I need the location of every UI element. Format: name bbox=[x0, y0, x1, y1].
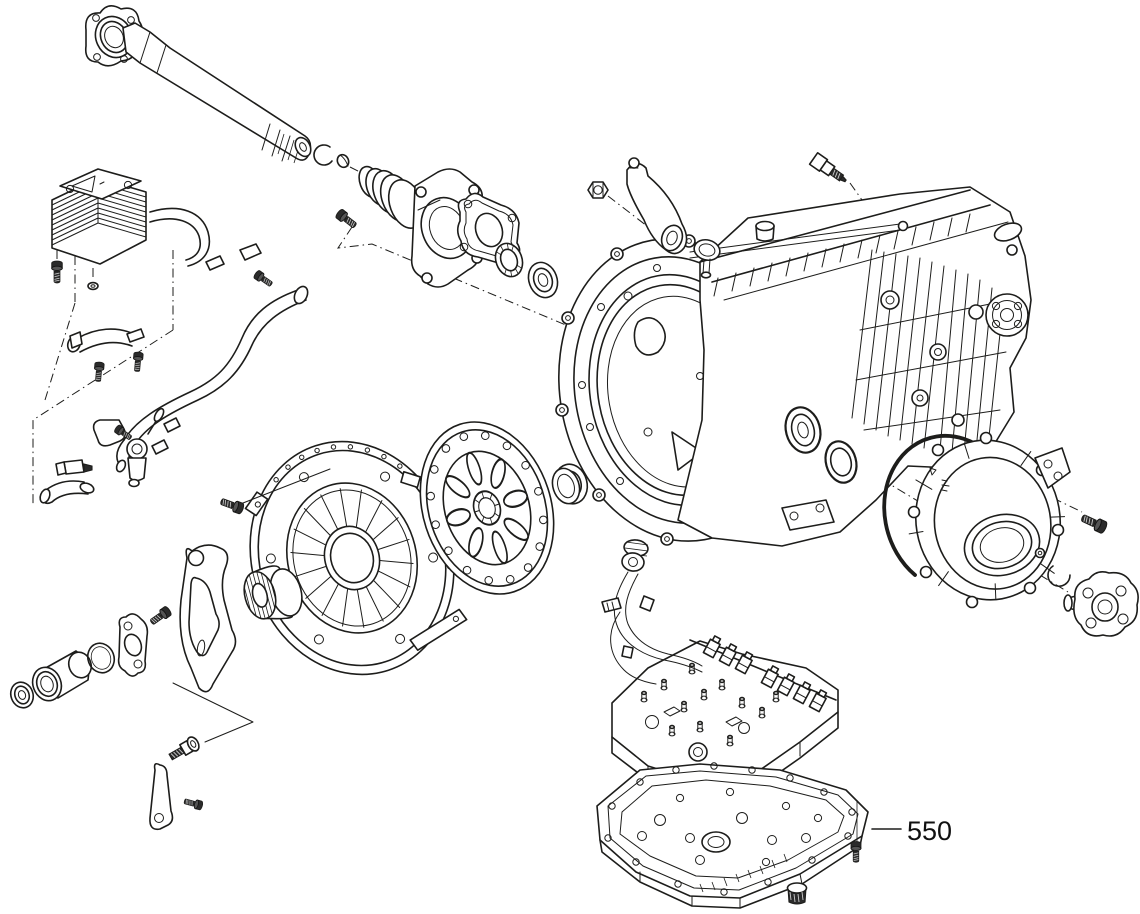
drive-shaft bbox=[84, 5, 312, 164]
side-cover-bolt bbox=[1079, 511, 1109, 535]
needle-bearing bbox=[494, 242, 524, 278]
clutch-release-lever bbox=[179, 544, 237, 693]
atf-sensor bbox=[55, 459, 93, 476]
side-cover bbox=[907, 431, 1071, 609]
oil-cooler bbox=[51, 168, 147, 265]
shaft-circlip bbox=[313, 144, 333, 166]
guide-flange-bolt bbox=[147, 605, 173, 628]
guide-sleeve bbox=[31, 650, 93, 702]
housing-bolt bbox=[334, 207, 359, 231]
output-snap-ring bbox=[1047, 565, 1071, 587]
selector-lever bbox=[626, 157, 688, 255]
pressure-plate-bolt bbox=[218, 468, 331, 515]
side-cover-o-ring bbox=[882, 433, 989, 577]
wiring-harness bbox=[601, 571, 703, 685]
oil-pan bbox=[596, 762, 869, 909]
release-bearing bbox=[240, 565, 303, 623]
subassembly-boundary bbox=[32, 250, 174, 507]
selector-nut bbox=[587, 181, 609, 199]
guide-sleeve-o-ring bbox=[86, 642, 116, 674]
breather-cap bbox=[755, 220, 775, 242]
harness-connector bbox=[621, 539, 649, 572]
callout-label[interactable]: 550 bbox=[907, 816, 952, 846]
drain-plug bbox=[786, 882, 808, 905]
clutch-disc bbox=[419, 421, 555, 595]
shaft-end-cap bbox=[336, 153, 350, 169]
thermostat-valve bbox=[115, 407, 165, 488]
callout-550[interactable]: 550 bbox=[871, 816, 952, 846]
dowel-pin bbox=[1034, 547, 1046, 559]
input-shaft-seal bbox=[551, 467, 581, 505]
pan-bolt bbox=[850, 800, 862, 863]
output-shaft-seals bbox=[784, 406, 858, 484]
guide-sleeve-flange bbox=[117, 613, 149, 677]
guide-sleeve-seal bbox=[9, 681, 35, 709]
cooler-mounting-bolt bbox=[51, 260, 63, 284]
lever-pivot-bolt bbox=[168, 682, 254, 761]
selector-seal bbox=[693, 238, 721, 279]
temperature-sensor bbox=[808, 151, 847, 183]
output-flange bbox=[1063, 571, 1139, 637]
strap-bolt bbox=[182, 796, 204, 811]
retaining-strap bbox=[149, 763, 174, 831]
cooler-washer bbox=[87, 281, 99, 291]
front-shaft-seal bbox=[527, 261, 559, 299]
